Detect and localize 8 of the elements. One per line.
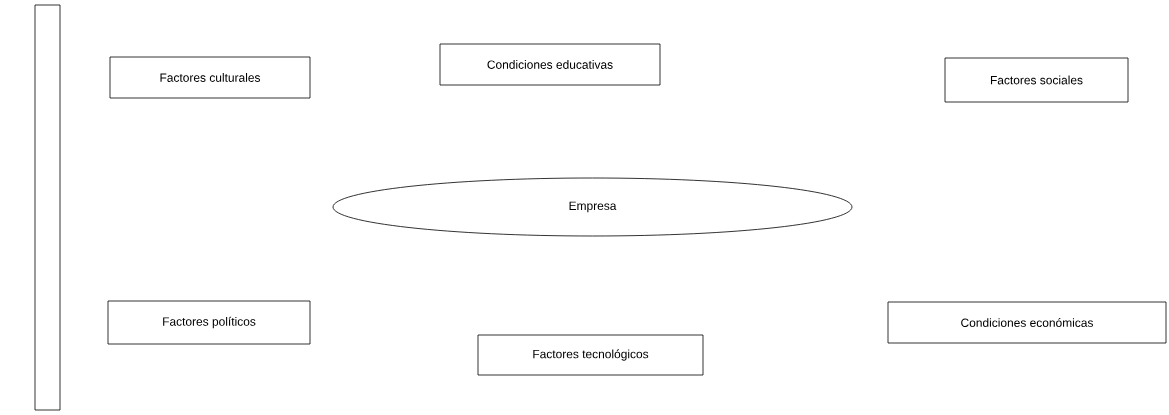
text-box: Factores políticos xyxy=(107,300,311,345)
text-box: Condiciones educativas xyxy=(439,43,661,86)
text-box: Factores sociales xyxy=(944,57,1129,103)
text-box: Factores tecnológicos xyxy=(477,334,704,376)
ellipse-node: Empresa xyxy=(332,177,853,237)
text-box: Condiciones económicas xyxy=(887,301,1167,344)
text-box: Factores culturales xyxy=(109,56,311,99)
side-bar xyxy=(34,4,61,411)
